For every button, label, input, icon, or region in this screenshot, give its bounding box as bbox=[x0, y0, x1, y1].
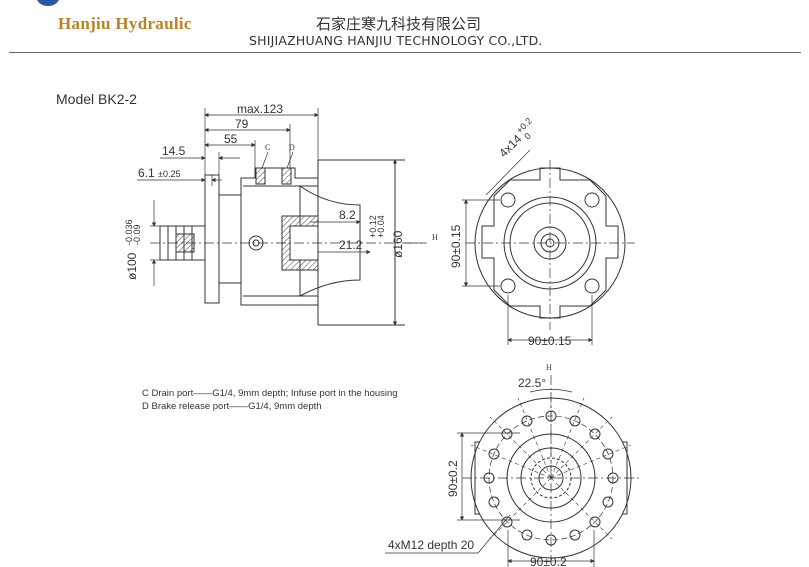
company-name-chinese: 石家庄寒九科技有限公司 bbox=[316, 15, 482, 33]
dim-bottom-height: 90±0.2 bbox=[446, 460, 460, 497]
bolt-hole bbox=[584, 192, 600, 208]
tol-dia-100-lower: -0.09 bbox=[132, 224, 142, 245]
dim-dia-160: ø160 bbox=[391, 230, 405, 258]
bottom-view-dimensions bbox=[385, 389, 595, 567]
dim-front-width: 90±0.15 bbox=[528, 334, 572, 348]
model-title: Model BK2-2 bbox=[56, 91, 137, 107]
brand-name: Hanjiu Hydraulic bbox=[58, 14, 192, 33]
bolt-hole bbox=[584, 278, 600, 294]
front-view-dimensions bbox=[462, 149, 593, 345]
label-port-c: C bbox=[265, 143, 270, 152]
dim-thread: 4xM12 depth 20 bbox=[388, 538, 474, 552]
company-logo-icon bbox=[37, 0, 59, 6]
marker-h-bottom: H bbox=[546, 363, 552, 372]
dim-55: 55 bbox=[224, 132, 238, 146]
dim-14-5: 14.5 bbox=[162, 144, 186, 158]
page-header: Hanjiu Hydraulic 石家庄寒九科技有限公司 SHIJIAZHUAN… bbox=[0, 0, 809, 52]
side-view-labels: max.123 79 55 14.5 6.1 ±0.25 C D ø100 -0… bbox=[124, 102, 438, 280]
note-d-port: D Brake release port——G1/4, 9mm depth bbox=[142, 401, 322, 412]
dim-bottom-width: 90±0.2 bbox=[530, 555, 567, 567]
port-notes: C Drain port——G1/4, 9mm depth; Infuse po… bbox=[142, 387, 398, 413]
bolt-hole bbox=[500, 278, 516, 294]
side-view-dimensions bbox=[137, 108, 427, 326]
dim-max-123: max.123 bbox=[237, 102, 283, 116]
front-square-flange bbox=[481, 167, 619, 319]
marker-h-side: H bbox=[432, 233, 438, 242]
port-c-section bbox=[255, 167, 266, 185]
dim-front-height: 90±0.15 bbox=[449, 224, 463, 268]
tol-plus-0-12: +0.12 bbox=[368, 215, 378, 238]
bottom-view-labels: H 22.5° 90±0.2 90±0.2 4xM12 depth 20 bbox=[388, 363, 567, 567]
label-port-d: D bbox=[289, 143, 295, 152]
side-view bbox=[150, 159, 422, 326]
dim-79: 79 bbox=[235, 117, 249, 131]
front-view-labels: 90±0.15 90±0.15 4x14 +0.2 0 bbox=[449, 116, 572, 348]
tol-dia-100-upper: -0.036 bbox=[124, 219, 134, 245]
tol-slot-lower: 0 bbox=[522, 131, 533, 142]
motor-housing bbox=[240, 167, 319, 306]
tol-6-1: ±0.25 bbox=[158, 169, 180, 179]
dim-6-1: 6.1 bbox=[138, 166, 155, 180]
mounting-flange bbox=[204, 174, 220, 304]
dim-21-2: 21.2 bbox=[339, 238, 363, 252]
dim-8-2: 8.2 bbox=[339, 208, 356, 222]
note-c-port: C Drain port——G1/4, 9mm depth; Infuse po… bbox=[142, 388, 398, 399]
front-view bbox=[465, 160, 635, 330]
tol-plus-0-04: +0.04 bbox=[376, 215, 386, 238]
header-divider bbox=[9, 52, 801, 53]
company-name-english: SHIJIAZHUANG HANJIU TECHNOLOGY CO.,LTD. bbox=[249, 33, 543, 48]
bottom-view bbox=[462, 375, 640, 560]
dim-angle: 22.5° bbox=[518, 376, 546, 390]
dim-slot: 4x14 bbox=[496, 132, 525, 161]
bolt-hole bbox=[500, 192, 516, 208]
port-d-section bbox=[281, 167, 292, 185]
dim-dia-100: ø100 bbox=[125, 252, 139, 280]
